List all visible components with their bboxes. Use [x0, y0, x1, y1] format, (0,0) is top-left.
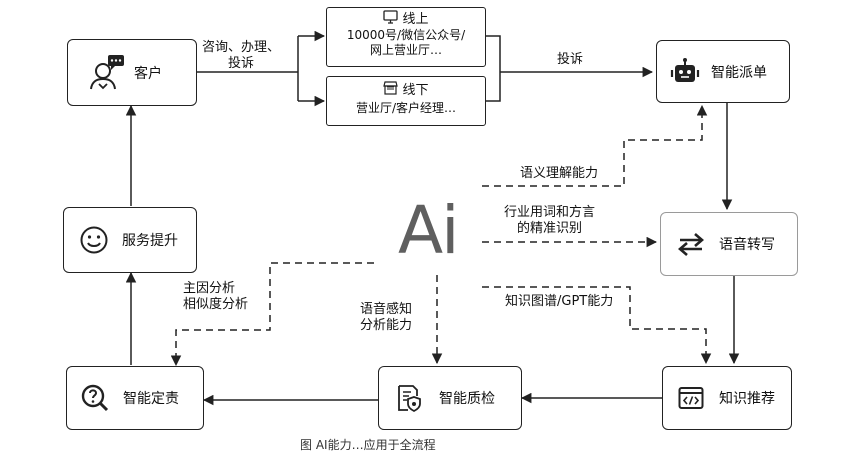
channel-online-title: 线上 — [402, 11, 429, 27]
capability-dialect-line2: 的精准识别 — [517, 221, 583, 236]
capability-dialect: 行业用词和方言 的精准识别 — [504, 205, 595, 237]
store-icon — [383, 81, 399, 99]
edge-label-consult-line1: 咨询、办理、 — [202, 40, 281, 55]
channel-online-line2: 网上营业厅… — [369, 43, 442, 57]
capability-voice: 语音感知 分析能力 — [360, 302, 412, 334]
edge-label-consult: 咨询、办理、 投诉 — [202, 40, 280, 72]
node-recommend: 知识推荐 — [662, 366, 792, 430]
smiley-icon — [72, 225, 116, 255]
capability-voice-line2: 分析能力 — [360, 318, 413, 333]
channel-offline-title: 线下 — [402, 82, 429, 98]
node-quality-label: 智能质检 — [439, 391, 495, 407]
capability-cause-line2: 相似度分析 — [183, 297, 249, 312]
capability-semantic: 语义理解能力 — [520, 166, 599, 181]
code-window-icon — [671, 386, 711, 410]
robot-icon — [665, 57, 705, 87]
swap-arrows-icon — [671, 232, 711, 256]
ai-logo: Ai — [398, 192, 459, 269]
capability-cause-line1: 主因分析 — [183, 281, 236, 296]
monitor-icon — [383, 10, 399, 28]
node-transcribe: 语音转写 — [660, 212, 798, 276]
node-transcribe-label: 语音转写 — [719, 237, 775, 253]
node-customer-label: 客户 — [134, 65, 162, 82]
channel-online-line1: 10000号/微信公众号/ — [346, 28, 466, 42]
node-service: 服务提升 — [63, 207, 197, 273]
edge-label-complaint: 投诉 — [557, 52, 584, 67]
node-blame: 智能定责 — [66, 366, 204, 430]
channel-online: 线上 10000号/微信公众号/ 网上营业厅… — [326, 7, 486, 67]
node-recommend-label: 知识推荐 — [719, 391, 775, 407]
dash-ai-to-blame — [170, 262, 374, 367]
capability-cause: 主因分析 相似度分析 — [183, 281, 248, 313]
node-quality: 智能质检 — [378, 366, 522, 430]
dash-ai-to-dispatch — [482, 104, 708, 187]
channel-offline: 线下 营业厅/客户经理… — [326, 76, 486, 126]
dash-ai-to-recommend — [482, 286, 712, 365]
node-dispatch: 智能派单 — [656, 40, 790, 103]
document-shield-icon — [389, 384, 429, 412]
edge-label-consult-line2: 投诉 — [228, 56, 255, 71]
capability-knowledge: 知识图谱/GPT能力 — [505, 294, 614, 309]
node-blame-label: 智能定责 — [123, 391, 179, 407]
node-dispatch-label: 智能派单 — [711, 64, 767, 81]
customer-service-icon — [78, 53, 134, 93]
search-question-icon — [75, 383, 115, 413]
node-service-label: 服务提升 — [122, 233, 178, 249]
capability-voice-line1: 语音感知 — [360, 302, 413, 317]
capability-dialect-line1: 行业用词和方言 — [504, 205, 596, 220]
edge-online-out — [486, 35, 501, 102]
node-customer: 客户 — [67, 39, 197, 106]
channel-offline-line1: 营业厅/客户经理… — [355, 101, 457, 115]
